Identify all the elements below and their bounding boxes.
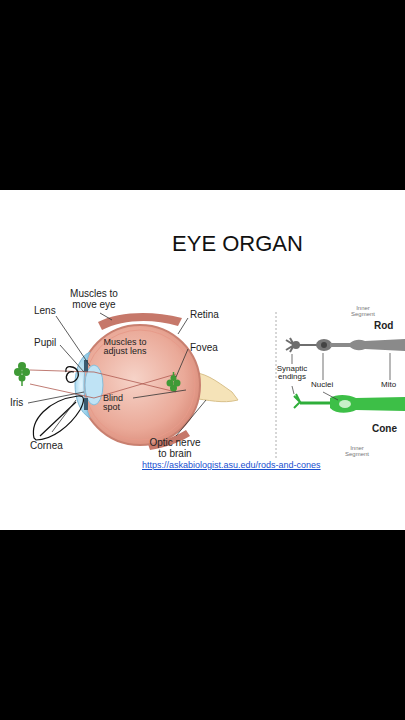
rod-cell <box>286 338 405 352</box>
part-label: Optic nerve to brain <box>146 438 204 459</box>
cell-label: Cone <box>372 424 397 435</box>
part-label: Muscles to adjust lens <box>100 338 150 357</box>
eyeball <box>80 325 200 445</box>
leader-line <box>292 353 390 400</box>
part-label: Mito <box>381 381 396 389</box>
part-label: Lens <box>34 306 56 317</box>
segment-label: Inner Segment <box>344 445 370 458</box>
part-label: Nuclei <box>311 381 333 389</box>
part-label: Muscles to move eye <box>64 289 124 310</box>
boundary-line <box>276 312 277 458</box>
cone-cell <box>294 394 405 413</box>
leader-line <box>28 313 206 436</box>
part-label: Retina <box>190 310 219 321</box>
part-label: Cornea <box>30 441 63 452</box>
cell-label: Rod <box>374 321 393 332</box>
part-label: Blind spot <box>103 394 133 413</box>
retina-layer <box>85 330 195 440</box>
part-label: Fovea <box>190 343 218 354</box>
pen-doodle <box>66 367 78 383</box>
part-label: Synaptic endings <box>272 365 312 382</box>
part-label: Pupil <box>34 338 56 349</box>
clover-object <box>14 362 30 386</box>
slide-title: EYE ORGAN <box>130 232 345 255</box>
part-label: Iris <box>10 398 23 409</box>
pen-doodle <box>33 396 83 440</box>
segment-label: Inner Segment <box>350 305 376 318</box>
source-link: https://askabiologist.asu.edu/rods-and-c… <box>142 461 321 470</box>
clover-image <box>167 372 181 392</box>
iris <box>84 398 88 410</box>
